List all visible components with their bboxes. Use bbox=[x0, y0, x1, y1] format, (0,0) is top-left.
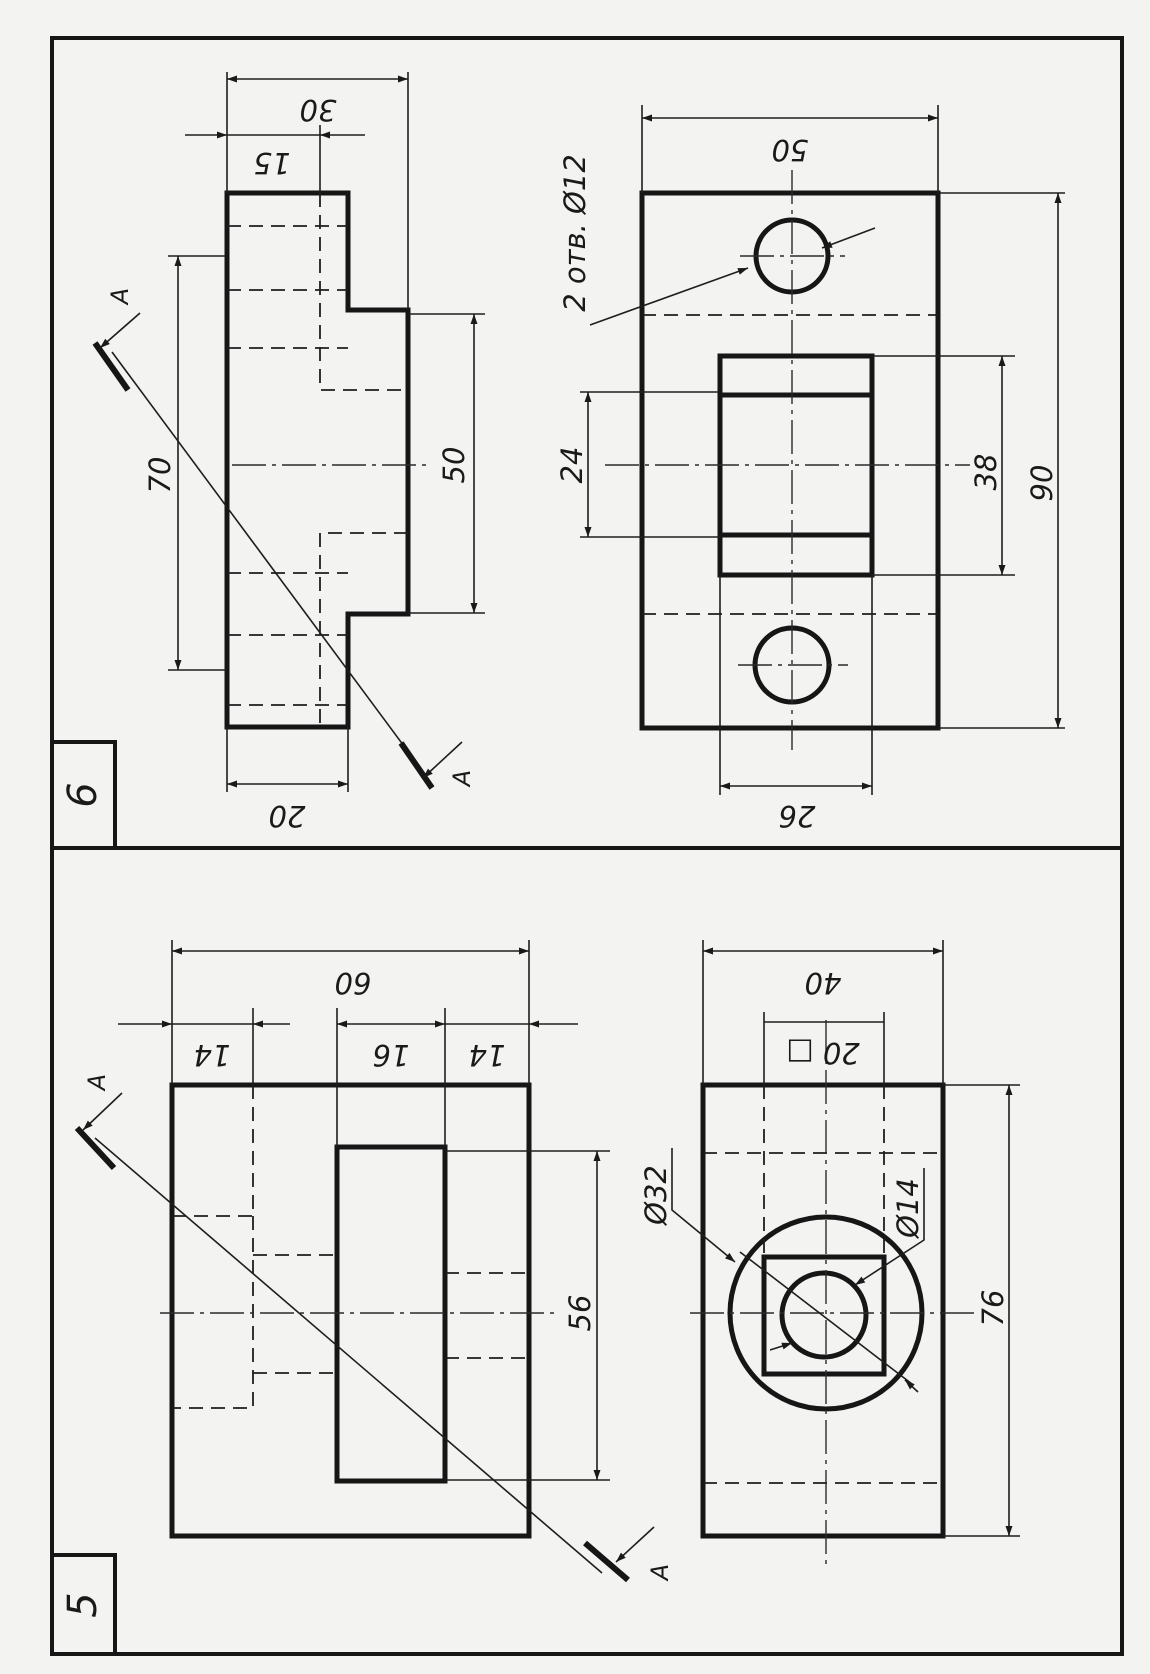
panel-5-number-box: 5 bbox=[50, 1553, 117, 1656]
dim-40: 40 bbox=[805, 966, 842, 1000]
panel-5-number: 5 bbox=[60, 1592, 106, 1617]
dim-70: 70 bbox=[143, 457, 177, 494]
dim-dia14: Ø14 bbox=[891, 1178, 925, 1239]
dim-20: 20 bbox=[269, 799, 306, 833]
panel-6-section-cut bbox=[92, 312, 463, 790]
dim-56: 56 bbox=[563, 1295, 597, 1332]
panel-5-side-view bbox=[118, 940, 610, 1539]
panel-5-section-cut bbox=[74, 1092, 655, 1583]
dim-50-side: 50 bbox=[437, 447, 471, 484]
dim-14-right: 14 bbox=[469, 1038, 506, 1072]
panel-6-number: 6 bbox=[60, 782, 106, 807]
panel-6-number-box: 6 bbox=[50, 740, 117, 850]
dim-15: 15 bbox=[254, 146, 291, 180]
dim-30: 30 bbox=[300, 93, 337, 127]
dim-24: 24 bbox=[555, 447, 589, 484]
dim-90: 90 bbox=[1025, 465, 1059, 502]
cut-label-a-top-6: A bbox=[106, 288, 134, 306]
dim-38: 38 bbox=[969, 454, 1003, 491]
dim-26: 26 bbox=[779, 799, 816, 833]
dim-60: 60 bbox=[335, 966, 372, 1000]
cut-label-a-bottom-6: A bbox=[448, 770, 476, 788]
panel-6-side-view bbox=[168, 72, 485, 792]
dim-16: 16 bbox=[373, 1038, 410, 1072]
bore-dia14 bbox=[779, 1270, 869, 1360]
dim-14-left: 14 bbox=[194, 1038, 231, 1072]
cut-label-a-top-5: A bbox=[83, 1074, 111, 1092]
dim-20-square: 20 □ bbox=[786, 1036, 860, 1070]
dim-76: 76 bbox=[976, 1290, 1010, 1327]
panel-5-front-view bbox=[671, 940, 1020, 1570]
dim-dia32: Ø32 bbox=[639, 1165, 673, 1226]
dim-50-front: 50 bbox=[772, 133, 809, 167]
dim-holes-2x-dia12: 2 отв. Ø12 bbox=[558, 154, 592, 312]
panel-6-front-view bbox=[580, 105, 1065, 795]
cut-label-a-bottom-5: A bbox=[646, 1564, 674, 1582]
